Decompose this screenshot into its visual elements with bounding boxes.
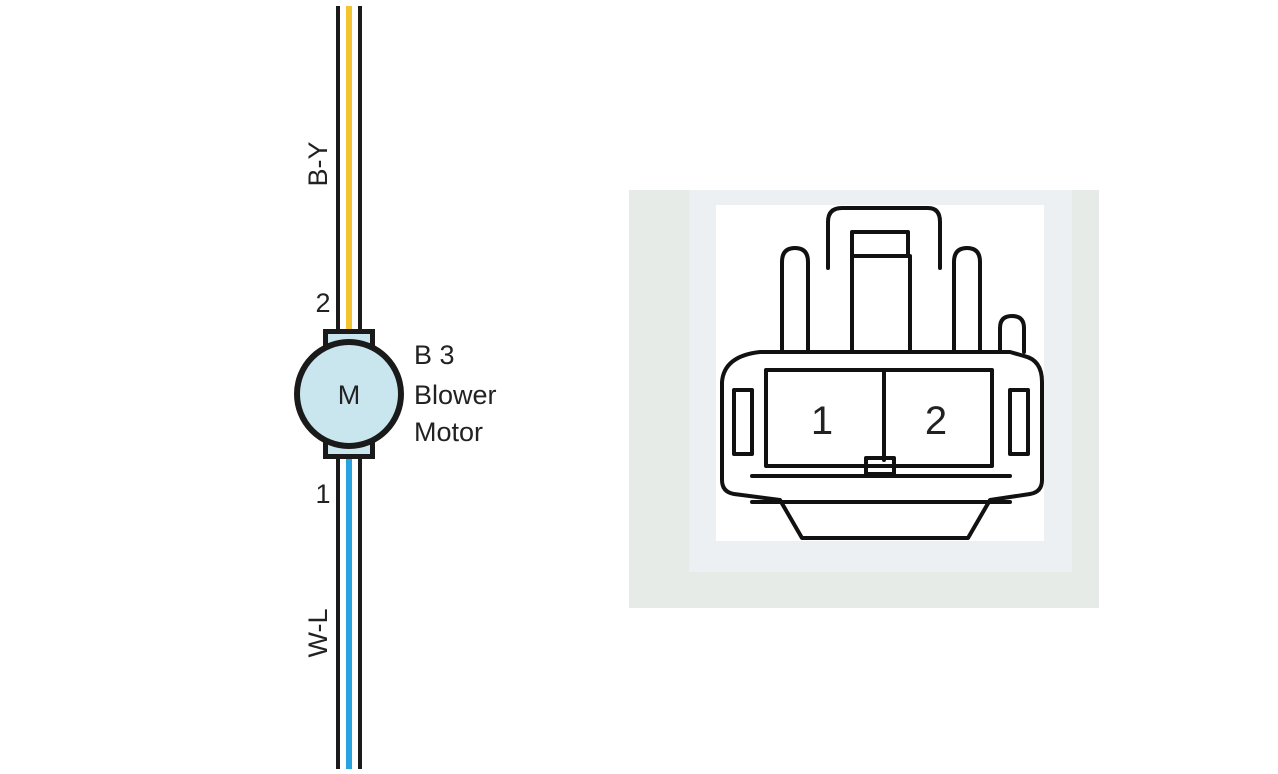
connector-view: 1 2 <box>629 190 1099 608</box>
connector-outline <box>720 206 1044 540</box>
blower-motor-symbol: M <box>294 329 404 459</box>
lower-wire <box>336 458 362 769</box>
lower-pin-number: 1 <box>315 479 330 509</box>
lower-wire-stripe <box>346 458 352 769</box>
upper-pin-number: 2 <box>315 288 330 318</box>
component-id: B 3 <box>414 340 455 370</box>
motor-letter: M <box>338 380 361 410</box>
connector-pin-2-label: 2 <box>925 399 947 443</box>
connector-face <box>716 205 1044 541</box>
component-name-line2: Motor <box>414 417 483 447</box>
connector-pin-1-label: 1 <box>811 399 833 443</box>
lower-wire-label: W-L <box>303 608 333 657</box>
component-name-line1: Blower <box>414 380 497 410</box>
upper-wire-stripe <box>346 6 352 332</box>
upper-wire-label: B-Y <box>303 141 333 186</box>
upper-wire <box>336 6 362 332</box>
motor-icon <box>294 339 404 449</box>
